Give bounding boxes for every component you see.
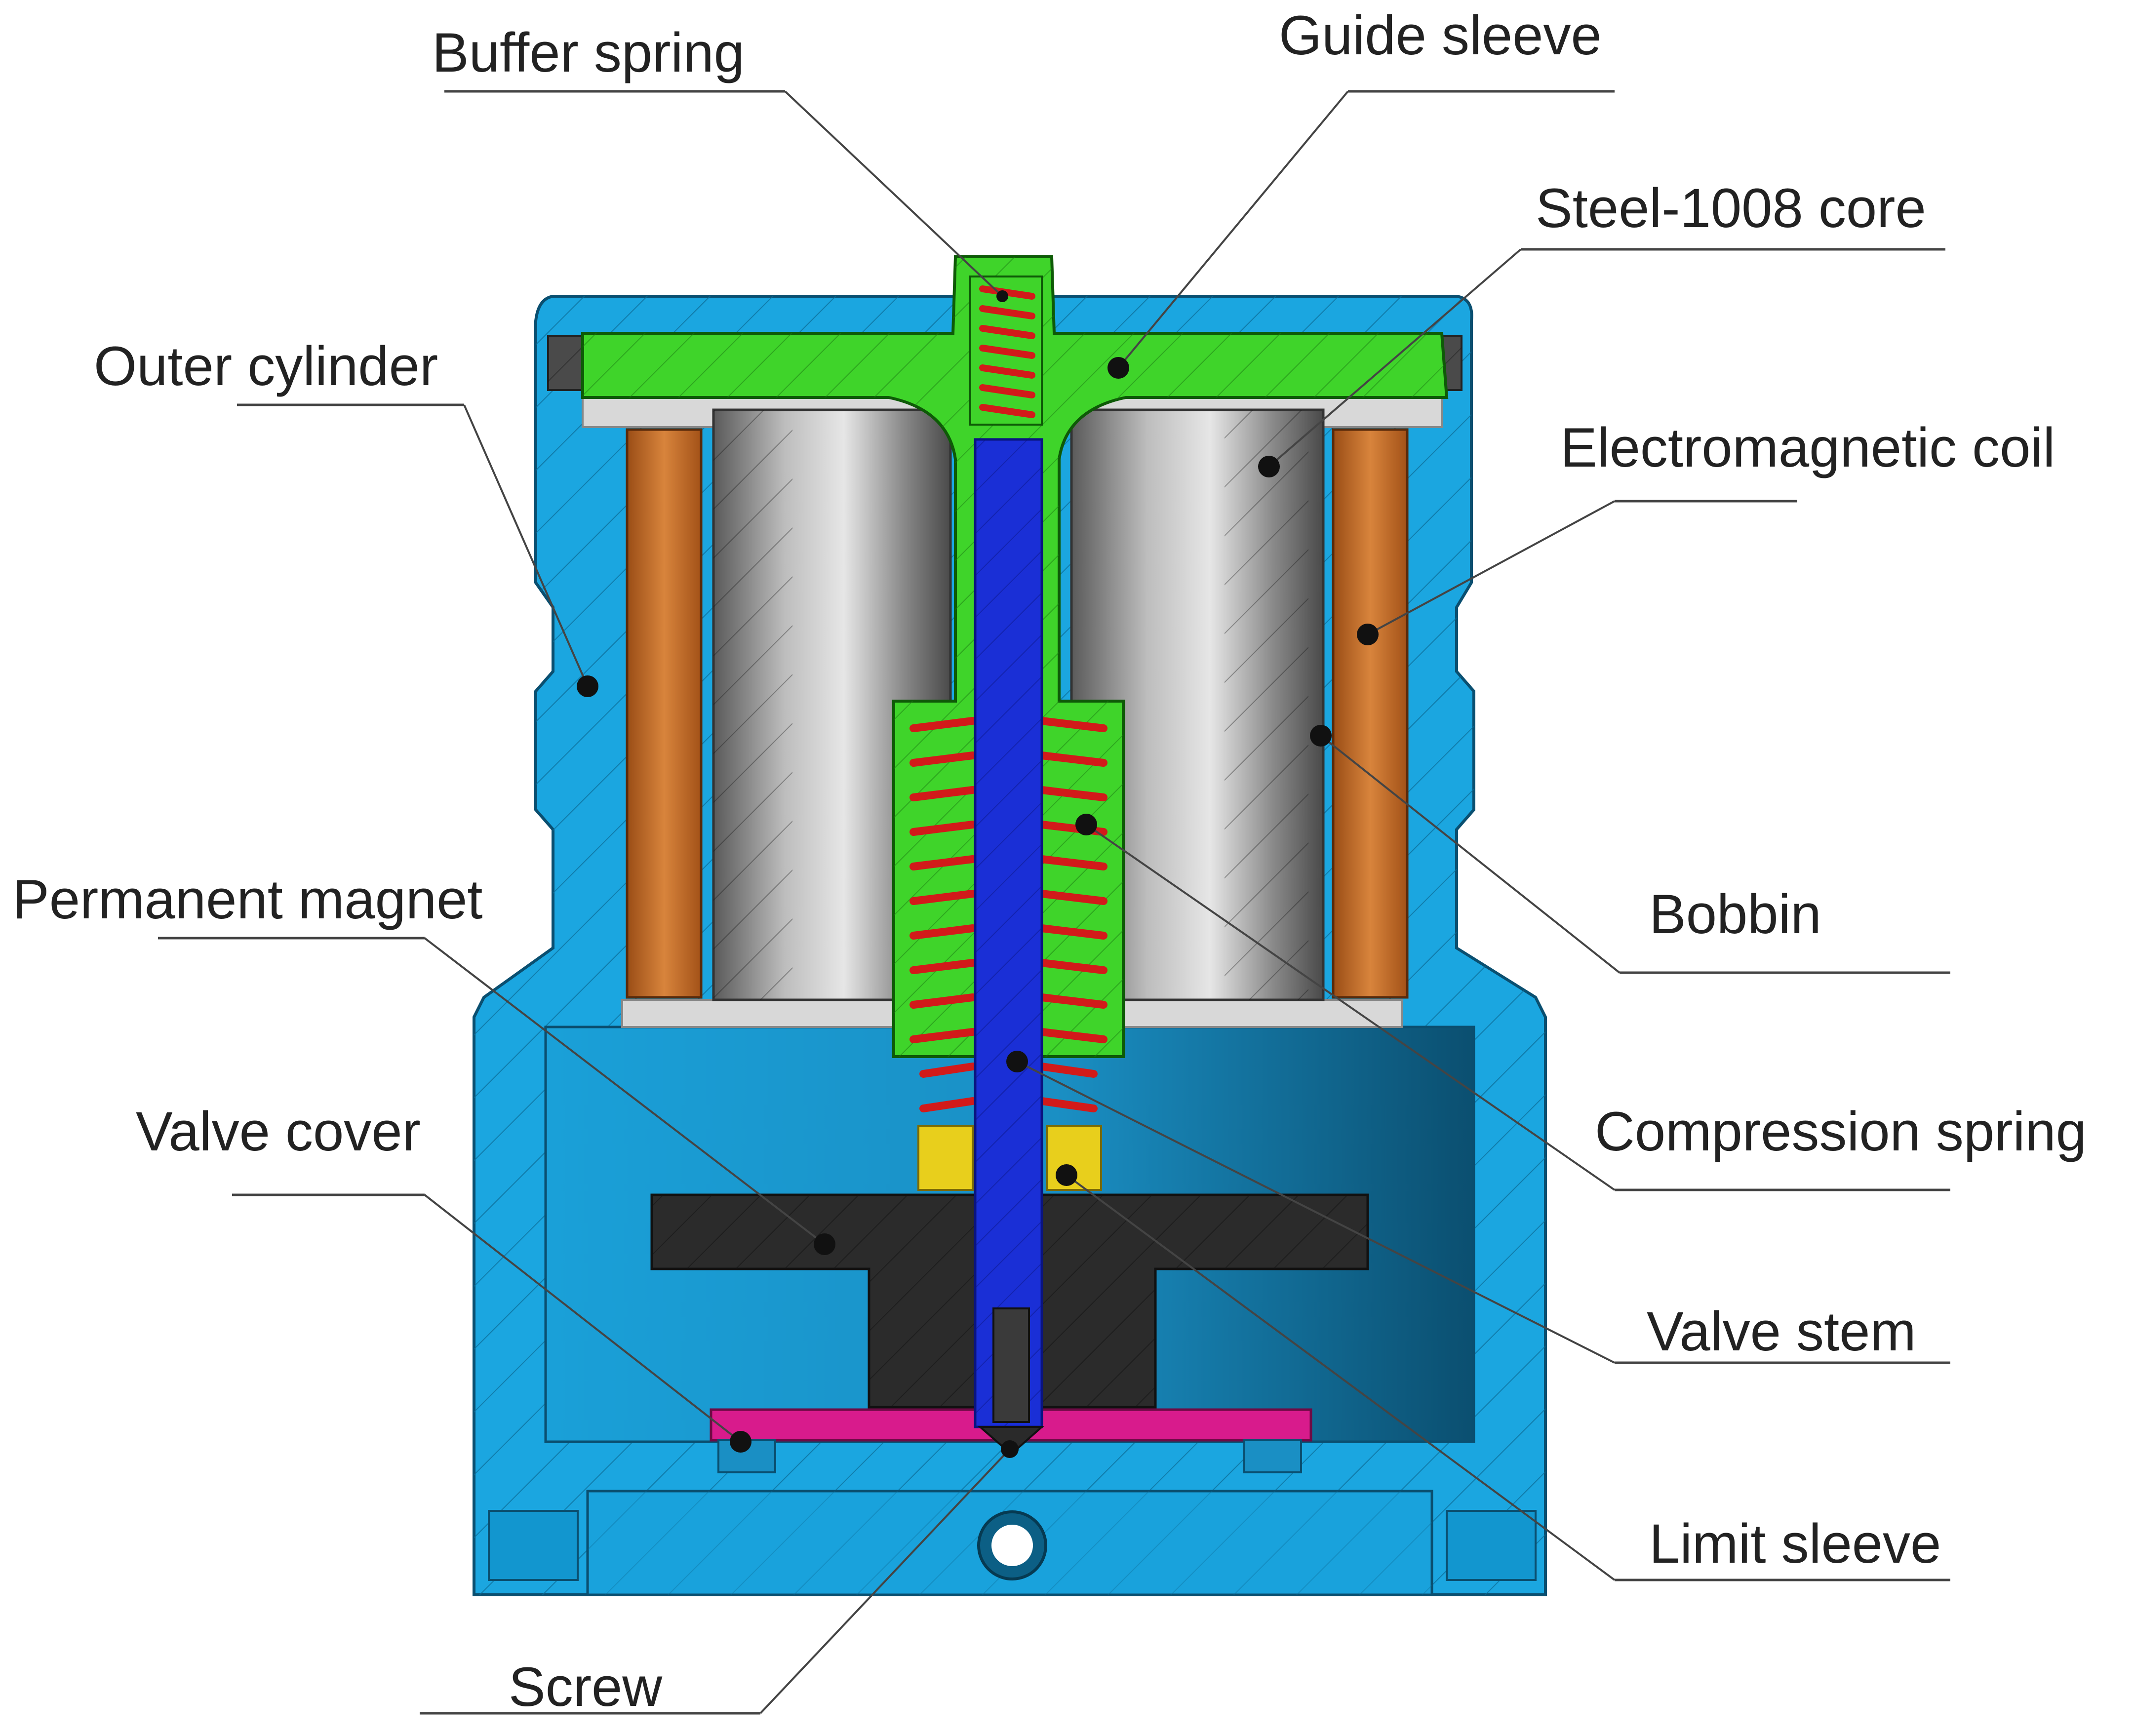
label-bobbin: Bobbin [1649, 883, 1821, 945]
label-steel-core: Steel-1008 core [1536, 177, 1926, 239]
label-screw: Screw [509, 1656, 663, 1718]
spring-seat [917, 1125, 1102, 1191]
compression-spring [909, 717, 1107, 1112]
label-valve-cover: Valve cover [136, 1101, 421, 1162]
label-outer-cylinder: Outer cylinder [94, 335, 438, 397]
label-permanent-magnet: Permanent magnet [12, 868, 483, 930]
label-limit-sleeve: Limit sleeve [1649, 1513, 1941, 1575]
labels: Buffer spring Guide sleeve Steel-1008 co… [12, 4, 2087, 1718]
valve-stem [974, 438, 1043, 1428]
label-buffer-spring: Buffer spring [432, 22, 745, 83]
label-guide-sleeve: Guide sleeve [1279, 4, 1602, 66]
electromagnetic-coil [626, 428, 1409, 999]
buffer-spring [979, 285, 1035, 418]
label-compression-spring: Compression spring [1595, 1101, 2087, 1162]
label-valve-stem: Valve stem [1647, 1301, 1916, 1362]
leader-lines [158, 90, 1950, 1715]
label-electromagnetic-coil: Electromagnetic coil [1560, 417, 2055, 478]
